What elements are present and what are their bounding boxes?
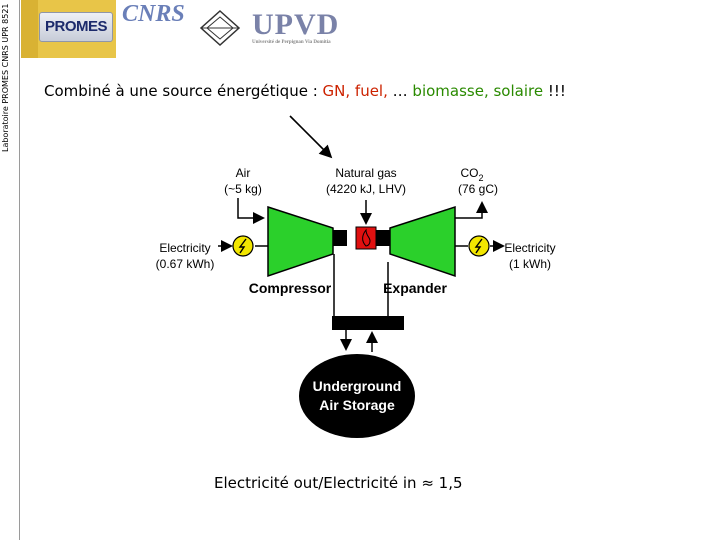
efficiency-ratio: Electricité out/Electricité in ≈ 1,5 (214, 474, 463, 492)
headline-middle: … (387, 82, 413, 100)
elec-out-label: Electricity (504, 241, 555, 255)
motor-bolt (238, 238, 247, 254)
air-label: Air (236, 166, 251, 180)
headline-renewables: biomasse, solaire (412, 82, 544, 100)
co2-text: CO (460, 166, 478, 180)
promes-logo: PROMES (21, 0, 116, 58)
storage-line2: Air Storage (319, 397, 395, 413)
headline-prefix: Combiné à une source énergétique : (44, 82, 323, 100)
pointer-arrow (289, 115, 333, 159)
promes-logo-text: PROMES (39, 12, 113, 42)
headline-suffix: !!! (543, 82, 566, 100)
valve-block (332, 316, 404, 330)
expander-shape (389, 205, 456, 278)
flame-icon (362, 228, 371, 247)
combustor (355, 226, 377, 250)
elec-out-amount: (1 kWh) (509, 257, 551, 271)
cnrs-logo: CNRS (122, 1, 185, 56)
cnrs-logo-text: CNRS (122, 1, 185, 27)
storage-line1: Underground (313, 378, 402, 394)
upvd-logo-subtitle: Université de Perpignan Via Domitia (252, 40, 331, 45)
air-inlet-arrow (237, 198, 265, 224)
headline: Combiné à une source énergétique : GN, f… (44, 82, 664, 100)
shaft-right (376, 230, 390, 246)
shaft-left (333, 230, 347, 246)
upvd-logo: UPVD Université de Perpignan Via Domitia (252, 10, 348, 50)
air-amount: (~5 kg) (224, 182, 262, 196)
gas-label: Natural gas (335, 166, 396, 180)
elec-in-label: Electricity (159, 241, 210, 255)
elec-in-amount: (0.67 kWh) (156, 257, 215, 271)
co2-subscript: 2 (478, 173, 483, 183)
co2-amount: (76 gC) (458, 182, 498, 196)
sidebar-rule (19, 0, 20, 540)
gas-amount: (4220 kJ, LHV) (326, 182, 406, 196)
compressor-label: Compressor (249, 280, 332, 296)
generator-bolt (474, 238, 483, 254)
underground-storage (299, 354, 415, 438)
headline-fuels: GN, fuel, (322, 82, 388, 100)
co2-label: CO2 (460, 166, 483, 183)
expander-label: Expander (383, 280, 447, 296)
diamond-logo-icon (199, 9, 241, 47)
upvd-logo-text: UPVD (252, 8, 340, 41)
generator-lightning-icon (468, 235, 490, 257)
compressor-shape (267, 205, 334, 278)
motor-lightning-icon (232, 235, 254, 257)
exhaust-arrow (455, 201, 488, 219)
